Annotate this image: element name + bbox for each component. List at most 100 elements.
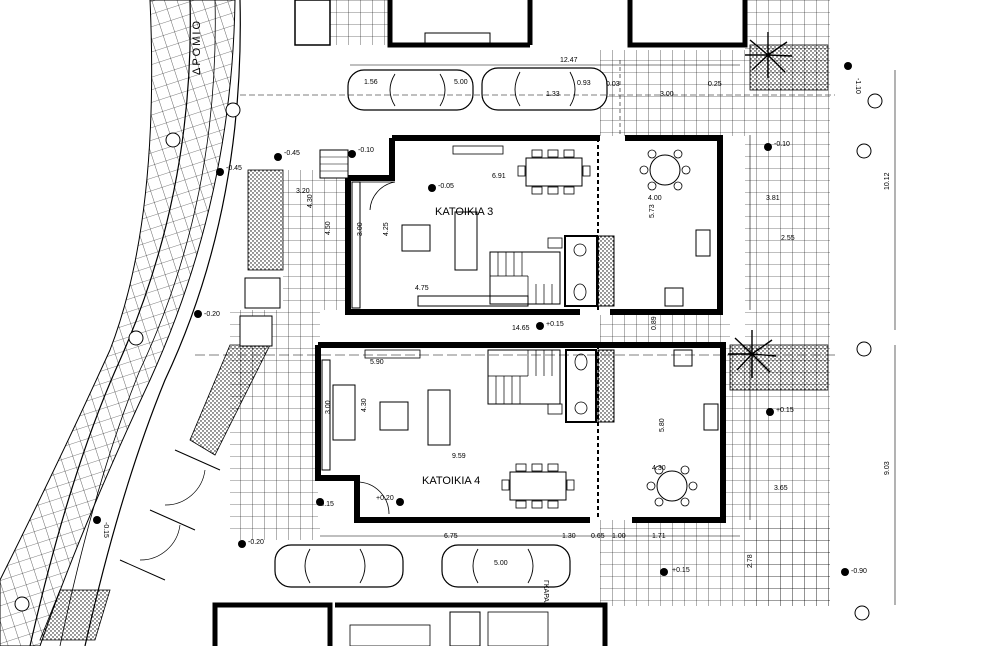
dim-3-00-c: 3.00: [325, 400, 332, 414]
house-4-sofa-2: [427, 389, 451, 446]
house-4-stairs: [487, 349, 561, 405]
house-5-furniture: [349, 624, 431, 646]
house-3-basin: [573, 243, 587, 257]
dim-6-91: 6.91: [492, 173, 506, 180]
tiled-yard-north: [600, 50, 745, 136]
planting-bed-1: [247, 169, 284, 271]
level-4: -0.05: [438, 183, 454, 190]
planting-bed-5: [39, 589, 111, 641]
house-4-title: ΚΑΤΟΙΚΙΑ 4: [422, 475, 480, 487]
house-4-coffee-table: [379, 401, 409, 431]
street-kerb-line: [29, 0, 191, 646]
storage-box-top: [294, 0, 331, 46]
dim-4-30-b: 4.30: [361, 398, 368, 412]
palm-tree-2: [728, 330, 777, 378]
dim-10-12: 10.12: [884, 172, 891, 190]
dim-2-78: 2.78: [747, 554, 754, 568]
dimension-lines: [195, 60, 896, 605]
dim-3-81: 3.81: [766, 195, 780, 202]
house-4-window-west: [321, 359, 331, 471]
level-9: +0.15: [776, 407, 794, 414]
dim-4-00: 4.00: [648, 195, 662, 202]
dim-1-56: 1.56: [364, 79, 378, 86]
level-7: -0.20: [204, 311, 220, 318]
house-5-walls: [212, 602, 608, 646]
house-3-stairs: [489, 251, 561, 305]
dim-2-55: 2.55: [781, 235, 795, 242]
plot-boundary-curve: [84, 0, 241, 646]
level-6: -1.10: [854, 78, 861, 94]
gate-box-1: [244, 277, 281, 309]
dim-0-65: 0.65: [591, 533, 605, 540]
house-3-wc: [564, 235, 598, 307]
dim-3-00-a: 3.00: [660, 91, 674, 98]
planting-bed-4: [729, 344, 829, 391]
dim-14-65: 14.65: [512, 325, 530, 332]
house-3-title: ΚΑΤΟΙΚΙΑ 3: [435, 206, 493, 218]
dim-5-00-b: 5.00: [494, 560, 508, 567]
house-4-basin: [574, 401, 588, 415]
gate-box-2: [239, 315, 273, 347]
dim-9-59: 9.59: [452, 453, 466, 460]
house-2-outline: [390, 0, 745, 45]
dim-1-71: 1.71: [652, 533, 666, 540]
level-12: -0.15: [102, 522, 109, 538]
house-3-sink: [695, 229, 711, 257]
house-3-window-west: [351, 181, 361, 309]
dim-5-00-a: 5.00: [454, 79, 468, 86]
level-2: -0.45: [284, 150, 300, 157]
house-4-dining-chairs: [501, 463, 575, 509]
house-4-tv-unit: [364, 349, 421, 359]
house-4-door-swing: [356, 481, 390, 515]
house-3-toilet: [573, 283, 587, 301]
house-4-sink: [703, 403, 719, 431]
tiled-top-strip: [330, 0, 390, 45]
palm-tree-1: [745, 32, 793, 78]
house-5-wc: [449, 611, 481, 646]
house-3-coffee-table: [401, 224, 431, 252]
house-3-hob: [664, 287, 684, 307]
level-markers: [93, 62, 852, 576]
house-4-bidet: [547, 403, 563, 415]
planting-bed-3: [749, 44, 829, 91]
section-markers: [14, 93, 883, 621]
dim-12-47: 12.47: [560, 57, 578, 64]
dim-0-93: 0.93: [577, 80, 591, 87]
gate-lines: [119, 449, 221, 581]
car-3: [274, 544, 404, 588]
dim-4-50: 4.50: [325, 221, 332, 235]
house-4-round-chairs: [646, 465, 698, 507]
gate-swing-2: [139, 524, 181, 561]
house-4-round-table: [656, 470, 688, 502]
house-3-sideboard: [452, 145, 504, 155]
dim-1-33: 1.33: [546, 91, 560, 98]
dim-9-03: 9.03: [884, 461, 891, 475]
level-15: -0.90: [851, 568, 867, 575]
house-3-dining-chairs: [517, 149, 591, 195]
dim-1-00: 1.00: [612, 533, 626, 540]
tiled-yard-south: [600, 520, 830, 606]
level-5: -0.10: [774, 141, 790, 148]
house-3-round-table: [649, 154, 681, 186]
curved-sidewalk: [0, 0, 236, 646]
house-4-hob: [673, 349, 693, 367]
dim-4-25: 4.25: [383, 222, 390, 236]
dim-1-30: 1.30: [562, 533, 576, 540]
garage-label: ΓΚΑΡΑΖ: [542, 580, 549, 607]
tiled-between-houses: [600, 315, 730, 345]
house-3-round-chairs: [639, 149, 691, 191]
level-11: -0.15: [318, 501, 334, 508]
level-13: -0.20: [248, 539, 264, 546]
tiled-yard-east: [745, 0, 830, 606]
dim-0-03: 0.03: [606, 81, 620, 88]
dim-5-90: 5.90: [370, 359, 384, 366]
level-8: +0.15: [546, 321, 564, 328]
dim-4-30-c: 4.30: [652, 465, 666, 472]
level-3: -0.10: [358, 147, 374, 154]
tiled-path-north-west: [283, 170, 345, 310]
house-3-sofa: [454, 211, 478, 271]
dim-3-20: 3.20: [296, 188, 310, 195]
house-4-dining-table: [509, 471, 567, 501]
car-2: [481, 67, 608, 111]
